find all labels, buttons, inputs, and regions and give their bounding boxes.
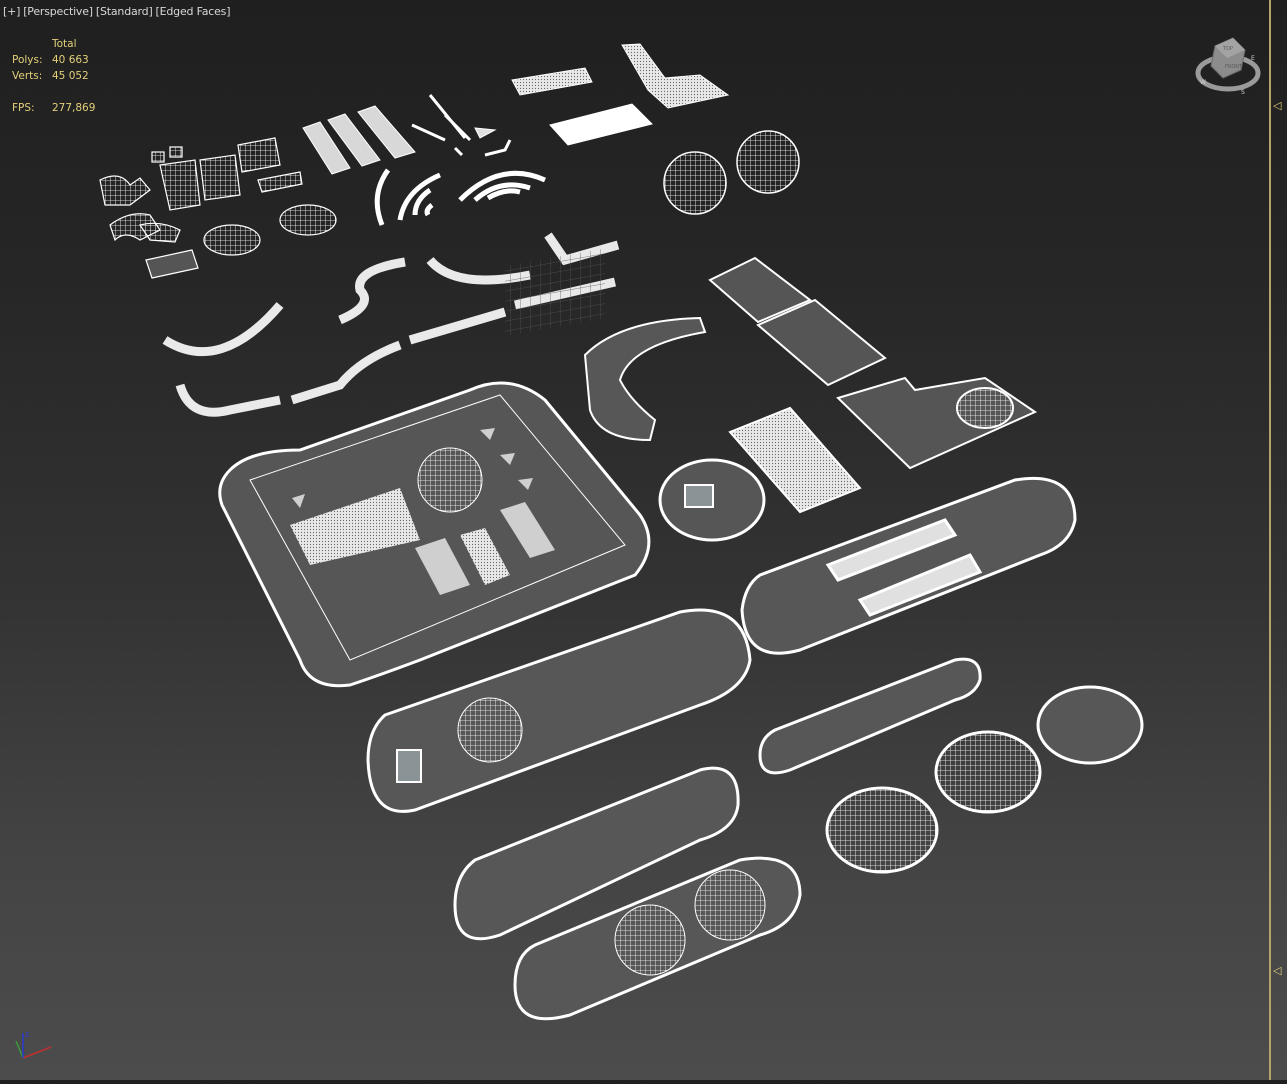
viewcube[interactable]: TOP FRONT E W S xyxy=(1193,28,1263,98)
fps-label: FPS: xyxy=(12,102,35,114)
polys-label: Polys: xyxy=(12,54,43,66)
flat-panels xyxy=(511,43,730,146)
timeline-marker-top-icon[interactable]: ◁ xyxy=(1273,99,1282,112)
3d-viewport-scene[interactable] xyxy=(0,0,1265,1080)
curved-road-arcs xyxy=(374,168,547,226)
viewport-label-menu[interactable]: [+][Perspective][Standard][Edged Faces] xyxy=(3,5,233,18)
viewport-menu-shading[interactable]: [Standard] xyxy=(95,5,153,18)
scene-statistics: Total Polys: 40 663 Verts: 45 052 FPS: 277,… xyxy=(12,36,112,116)
polys-value: 40 663 xyxy=(52,54,89,66)
viewport-active-border xyxy=(1269,0,1271,1080)
main-city-block xyxy=(218,381,651,688)
road-arrows xyxy=(411,94,512,157)
viewcube-icon[interactable]: TOP FRONT E W S xyxy=(1193,28,1263,98)
svg-text:W: W xyxy=(1200,79,1206,86)
verts-value: 45 052 xyxy=(52,70,89,82)
svg-text:FRONT: FRONT xyxy=(1225,64,1243,70)
reference-grid xyxy=(505,248,605,336)
oval-stadium xyxy=(658,458,766,542)
wireframe-spheres xyxy=(663,130,800,215)
rounded-blocks xyxy=(366,476,1077,1021)
curved-plaza-shape xyxy=(583,316,707,442)
stats-header: Total xyxy=(52,38,77,50)
svg-text:S: S xyxy=(1241,89,1245,96)
viewport-menu-display[interactable]: [Edged Faces] xyxy=(155,5,231,18)
axis-tripod-icon: z xyxy=(8,1025,58,1065)
timeline-marker-bottom-icon[interactable]: ◁ xyxy=(1273,964,1282,977)
fps-value: 277,869 xyxy=(52,102,96,114)
verts-label: Verts: xyxy=(12,70,43,82)
svg-text:TOP: TOP xyxy=(1222,46,1233,52)
viewport-menu-view[interactable]: [Perspective] xyxy=(23,5,93,18)
round-plazas xyxy=(825,685,1144,874)
viewport-menu-plus[interactable]: [+] xyxy=(3,5,21,18)
svg-text:z: z xyxy=(25,1030,29,1039)
crosswalk-stripes xyxy=(302,105,416,175)
road-kit-small-pieces xyxy=(99,137,337,279)
svg-text:E: E xyxy=(1251,55,1255,62)
square-plazas xyxy=(708,256,1038,514)
